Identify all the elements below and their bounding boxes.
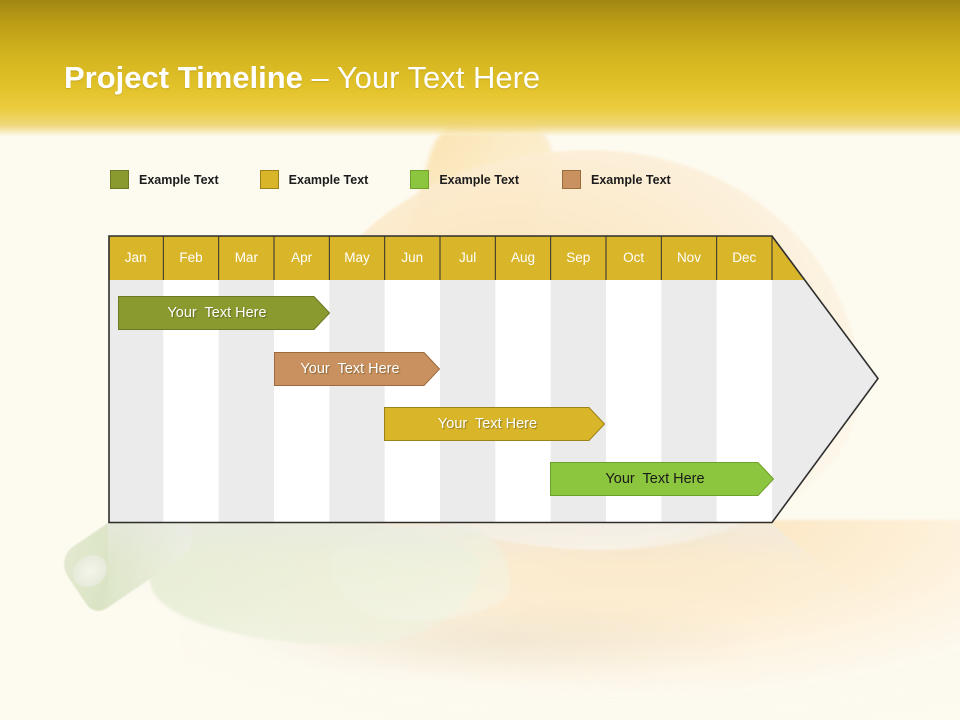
gantt-bar-2-label: Your Text Here <box>300 361 400 377</box>
gantt-bar-3-shape <box>384 407 605 441</box>
legend-label-1: Example Text <box>139 172 219 187</box>
legend-swatch-icon-2 <box>259 170 279 189</box>
gantt-bar-1[interactable]: Your Text Here <box>118 296 330 330</box>
gantt-bar-3[interactable]: Your Text Here <box>384 407 605 441</box>
gantt-bar-2[interactable]: Your Text Here <box>274 352 440 386</box>
gantt-bars: Your Text Here Your Text Here Your Text … <box>108 235 880 524</box>
month-cell-jul: Jul <box>459 250 477 265</box>
title-band <box>0 0 960 136</box>
month-cell-jun: Jun <box>401 250 424 265</box>
month-divider-lines <box>162 236 773 280</box>
month-cell-apr: Apr <box>291 250 313 265</box>
gantt-bar-4[interactable]: Your Text Here <box>550 462 774 496</box>
timeline-chart: Jan Feb Mar Apr May Jun Jul Aug Sep Oct … <box>108 235 880 524</box>
gantt-bar-1-label: Your Text Here <box>167 305 267 321</box>
legend-item-4[interactable]: Example Text <box>562 170 671 189</box>
gantt-bar-3-label: Your Text Here <box>437 416 538 432</box>
legend-item-1[interactable]: Example Text <box>110 170 219 189</box>
month-cell-jan: Jan <box>124 250 147 265</box>
legend-label-3: Example Text <box>439 172 520 187</box>
month-cell-sep: Sep <box>566 250 591 265</box>
legend-label-2: Example Text <box>288 172 369 187</box>
gantt-bar-2-shape <box>274 352 440 386</box>
gantt-bar-4-shape <box>550 462 774 496</box>
legend-swatch-icon-1 <box>110 170 129 189</box>
page-title-bold: Project Timeline <box>64 60 303 95</box>
legend-item-3[interactable]: Example Text <box>410 170 519 189</box>
month-cell-nov: Nov <box>676 250 701 265</box>
legend-item-2[interactable]: Example Text <box>259 170 369 189</box>
month-cell-may: May <box>344 250 370 265</box>
month-cell-oct: Oct <box>623 250 645 265</box>
legend-swatch-icon-4 <box>562 170 582 189</box>
month-cell-feb: Feb <box>179 250 203 265</box>
gantt-bar-4-label: Your Text Here <box>605 471 705 487</box>
month-cell-mar: Mar <box>234 250 258 265</box>
page-title-light: – Your Text Here <box>302 60 541 95</box>
month-cell-aug: Aug <box>510 250 535 265</box>
page-title: Project Timeline – Your Text Here <box>64 58 540 98</box>
legend-label-4: Example Text <box>591 172 671 187</box>
month-cell-dec: Dec <box>732 250 757 265</box>
gantt-bar-1-shape <box>118 296 330 330</box>
legend-swatch-icon-3 <box>410 170 430 189</box>
month-header-band <box>109 236 878 280</box>
legend: Example Text Example Text Example Text E… <box>110 170 671 189</box>
month-header-row: Jan Feb Mar Apr May Jun Jul Aug Sep Oct … <box>108 235 772 280</box>
chart-reflection <box>108 524 878 612</box>
